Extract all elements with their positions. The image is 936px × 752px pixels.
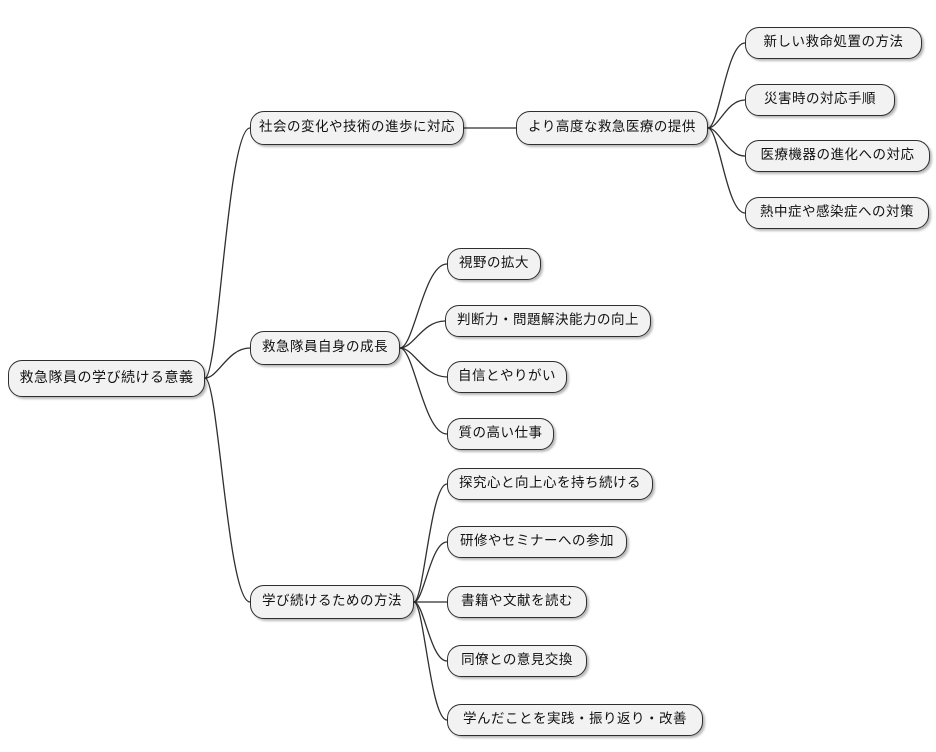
mindmap-node-l21[interactable]: 視野の拡大 xyxy=(447,248,541,280)
mindmap-node-b1s[interactable]: より高度な救急医療の提供 xyxy=(516,111,708,145)
node-label-l12: 災害時の対応手順 xyxy=(764,91,876,108)
edge-b3-l35 xyxy=(413,601,448,721)
edge-b3-l31 xyxy=(413,483,448,603)
node-label-l33: 書籍や文献を読む xyxy=(461,593,573,610)
edge-root-b1 xyxy=(204,127,251,379)
edge-b1s-l14 xyxy=(707,127,746,214)
edge-b2-l22 xyxy=(399,320,446,349)
mindmap-node-l24[interactable]: 質の高い仕事 xyxy=(447,418,554,450)
mindmap-node-b1[interactable]: 社会の変化や技術の進歩に対応 xyxy=(250,111,464,145)
mindmap-node-l35[interactable]: 学んだことを実践・振り返り・改善 xyxy=(447,704,703,736)
edge-root-b2 xyxy=(204,347,251,379)
node-label-l21: 視野の拡大 xyxy=(459,255,529,272)
node-label-b1: 社会の変化や技術の進歩に対応 xyxy=(259,119,455,136)
edge-b2-l21 xyxy=(399,263,448,349)
mindmap-node-l11[interactable]: 新しい救命処置の方法 xyxy=(745,27,922,59)
mindmap-node-root[interactable]: 救急隊員の学び続ける意義 xyxy=(8,359,205,397)
mindmap-node-l13[interactable]: 医療機器の進化への対応 xyxy=(745,140,930,172)
mindmap-node-l31[interactable]: 探究心と向上心を持ち続ける xyxy=(447,468,653,500)
mindmap-node-l14[interactable]: 熱中症や感染症への対策 xyxy=(745,197,929,229)
edge-b2-l23 xyxy=(399,347,448,378)
node-label-b1s: より高度な救急医療の提供 xyxy=(528,119,696,136)
node-label-l22: 判断力・問題解決能力の向上 xyxy=(457,312,639,329)
edge-b3-l32 xyxy=(413,541,448,603)
mindmap-node-b3[interactable]: 学び続けるための方法 xyxy=(250,585,414,619)
node-label-l32: 研修やセミナーへの参加 xyxy=(460,533,614,550)
node-label-l24: 質の高い仕事 xyxy=(458,425,543,442)
node-label-b2: 救急隊員自身の成長 xyxy=(262,339,388,356)
node-label-l23: 自信とやりがい xyxy=(458,368,556,385)
node-label-l34: 同僚との意見交換 xyxy=(461,652,573,669)
node-label-l35: 学んだことを実践・振り返り・改善 xyxy=(463,711,687,728)
edge-b1s-l13 xyxy=(707,127,746,157)
mindmap-node-b2[interactable]: 救急隊員自身の成長 xyxy=(250,331,400,365)
edge-b3-l34 xyxy=(413,601,448,662)
mindmap-node-l22[interactable]: 判断力・問題解決能力の向上 xyxy=(445,305,651,337)
mindmap-node-l33[interactable]: 書籍や文献を読む xyxy=(447,586,587,618)
mindmap-node-l34[interactable]: 同僚との意見交換 xyxy=(447,645,587,677)
mindmap-node-l12[interactable]: 災害時の対応手順 xyxy=(745,84,895,116)
edge-b1s-l12 xyxy=(707,99,746,129)
node-label-b3: 学び続けるための方法 xyxy=(262,593,402,610)
node-label-l11: 新しい救命処置の方法 xyxy=(763,34,904,51)
node-label-l13: 医療機器の進化への対応 xyxy=(760,147,915,164)
node-label-l14: 熱中症や感染症への対策 xyxy=(760,204,914,221)
mindmap-node-l32[interactable]: 研修やセミナーへの参加 xyxy=(447,526,627,558)
node-label-l31: 探究心と向上心を持ち続ける xyxy=(459,475,641,492)
edge-root-b3 xyxy=(204,377,251,603)
edge-b2-l24 xyxy=(399,347,448,435)
mindmap-node-l23[interactable]: 自信とやりがい xyxy=(447,361,567,393)
node-label-root: 救急隊員の学び続ける意義 xyxy=(19,370,194,386)
edge-b1s-l11 xyxy=(707,42,746,129)
